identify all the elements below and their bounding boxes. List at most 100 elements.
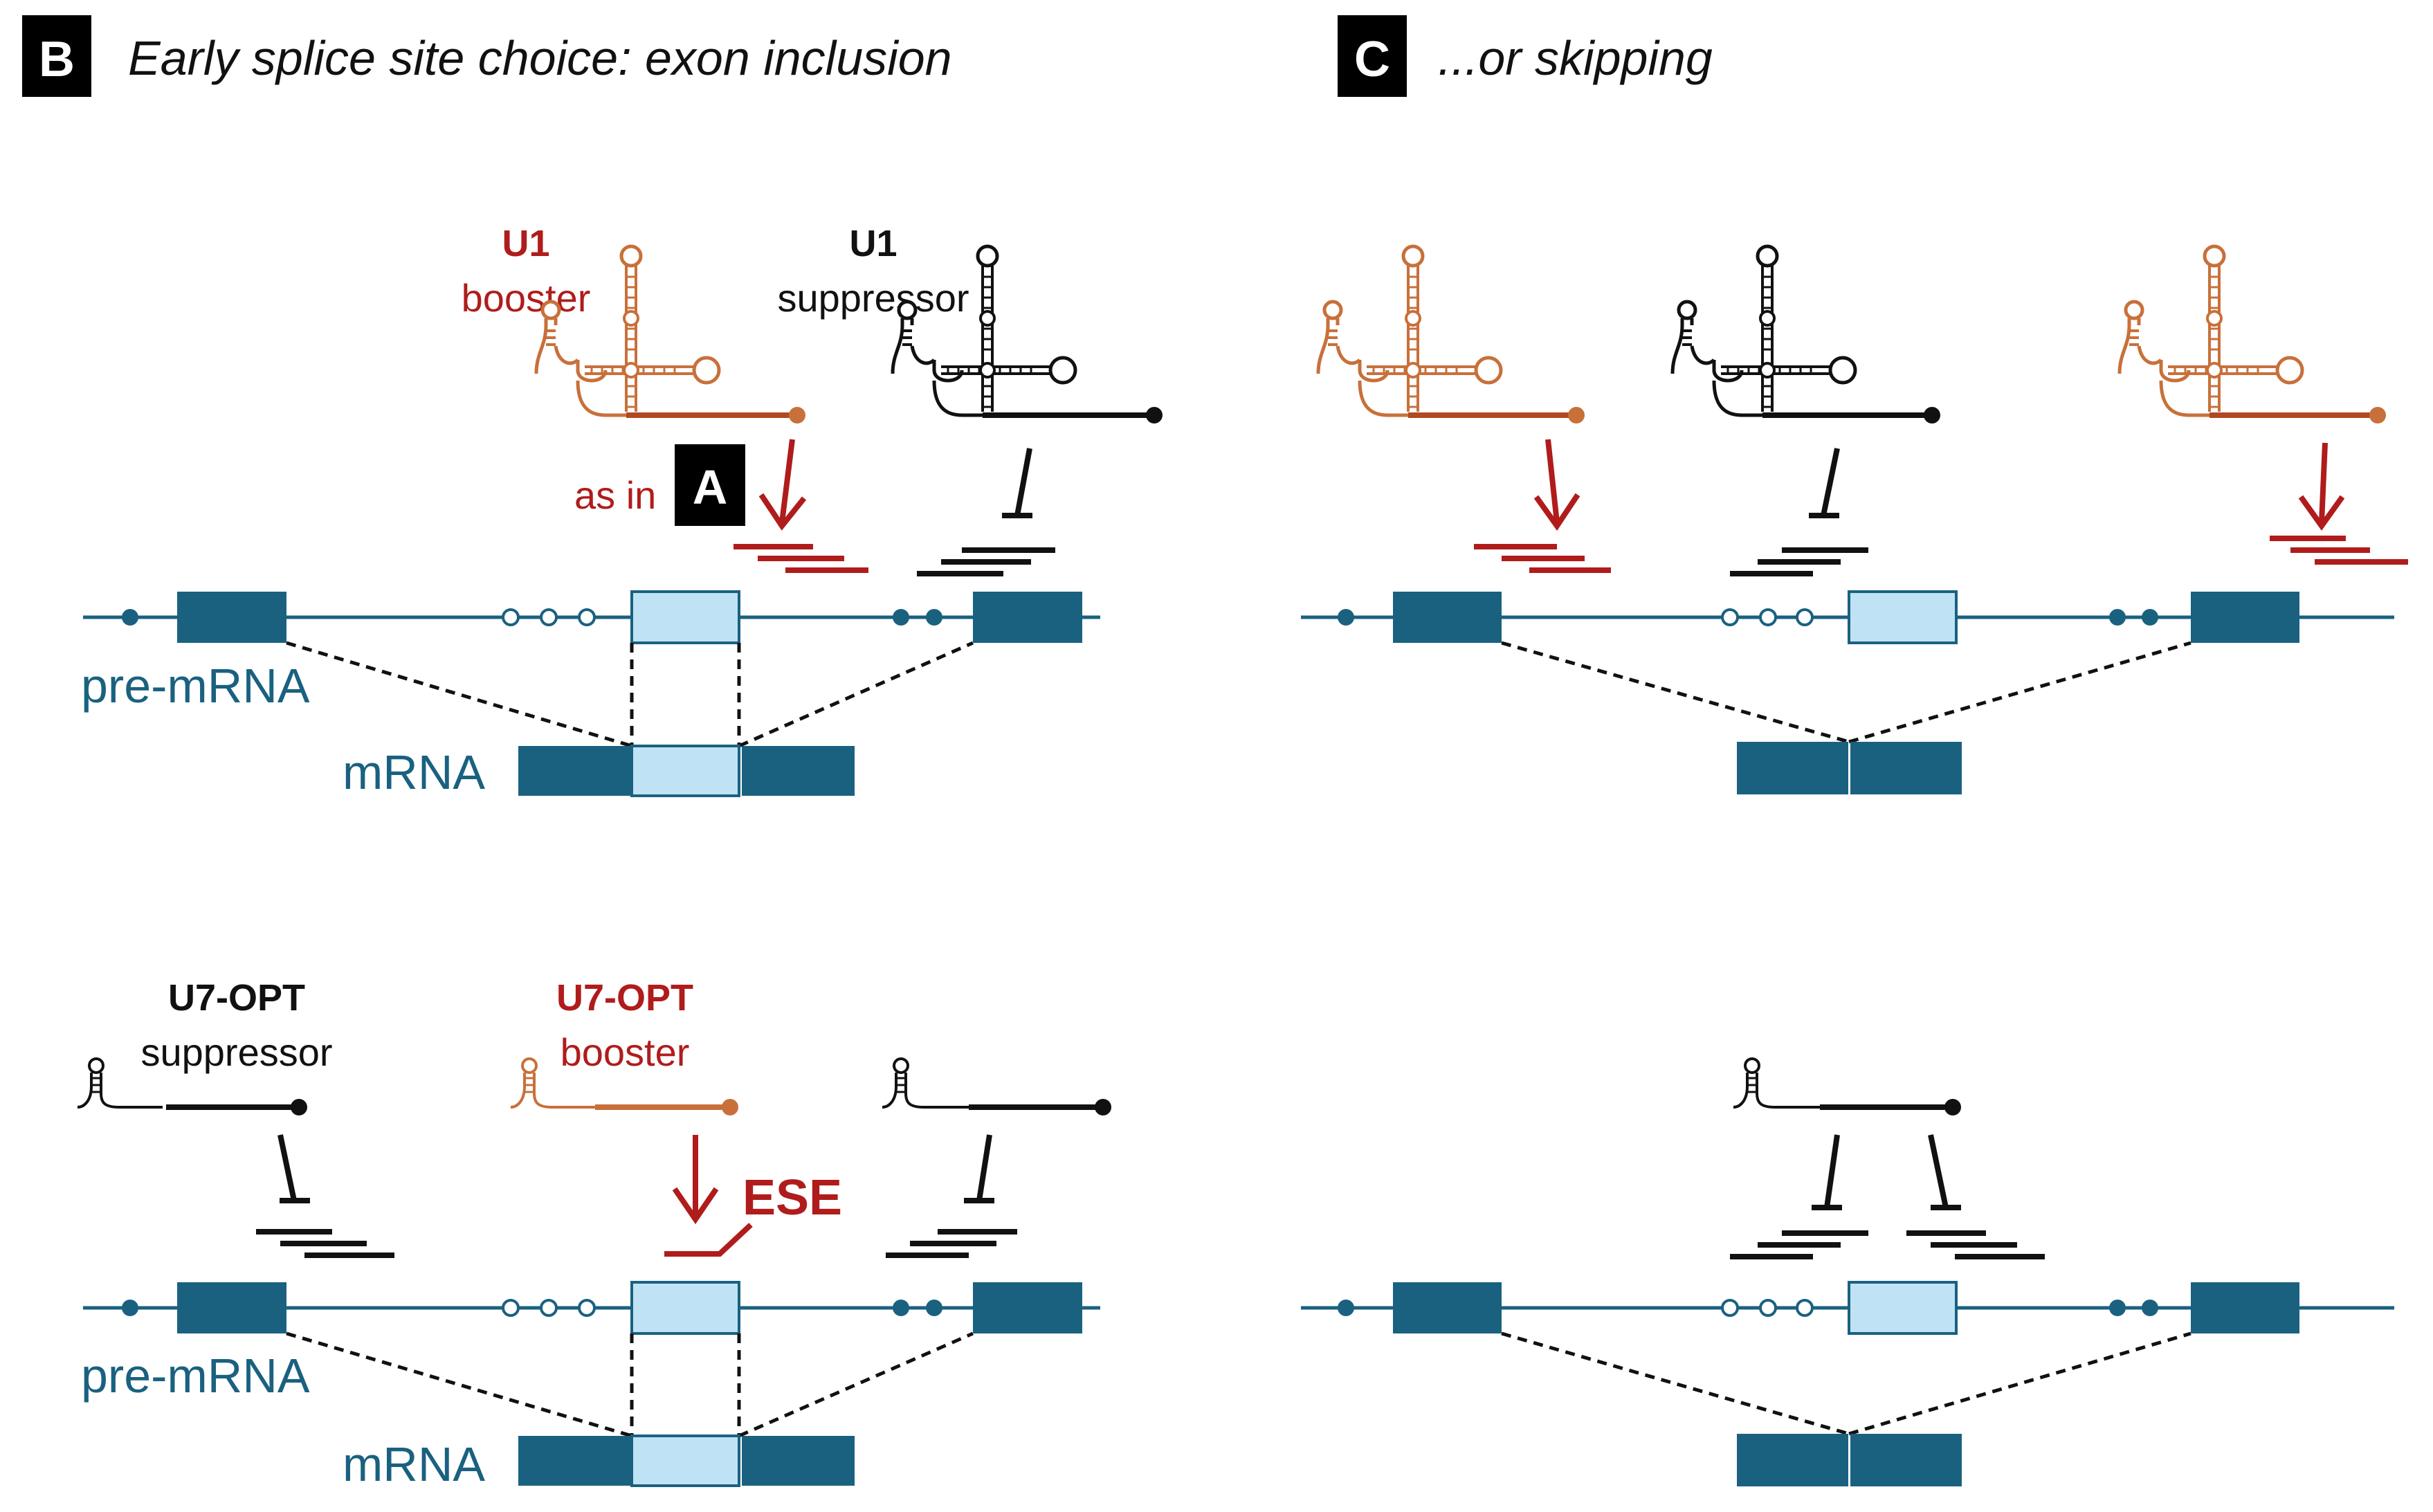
ppt-dot — [540, 608, 558, 626]
branch-dot — [122, 609, 138, 626]
mrna-label: mRNA — [343, 1437, 485, 1491]
exon-1 — [1393, 592, 1502, 643]
u7-booster-tail-end — [722, 1099, 738, 1115]
inhibition-tbar-icon — [1812, 1134, 1842, 1210]
pre-mrna-label: pre-mRNA — [81, 659, 310, 713]
ese-pointer — [664, 1223, 753, 1257]
as-in-badge — [675, 444, 745, 526]
panel-c-badge-letter: C — [1354, 32, 1390, 87]
exon-1 — [177, 1282, 286, 1333]
activation-arrow-icon — [2298, 442, 2345, 531]
branch-dot — [926, 1300, 942, 1316]
ppt-dot — [1759, 1299, 1777, 1317]
exon-alternative — [630, 590, 740, 644]
panel-c-bottom — [1301, 1057, 2394, 1486]
mrna-label: mRNA — [343, 745, 485, 799]
suppressor-target-bars-icon — [1730, 1230, 1868, 1259]
exon-3 — [2191, 1282, 2299, 1333]
u7-booster-name: U7-OPT — [556, 977, 693, 1019]
u7-snrna-suppressor-icon — [1732, 1057, 1776, 1109]
branch-dot — [2109, 1300, 2126, 1316]
exon-3 — [973, 1282, 1082, 1333]
u7-snrna-suppressor-icon — [76, 1057, 120, 1109]
inhibition-tbar-icon — [1809, 448, 1840, 518]
panel-c-header: C ...or skipping — [1338, 15, 1713, 97]
mrna-exon-1 — [1737, 1434, 1848, 1486]
u7-suppressor-tail-end — [1095, 1099, 1111, 1115]
u7-snrna-suppressor-icon — [881, 1057, 925, 1109]
branch-dot — [926, 609, 942, 626]
booster-target-bars-icon — [1474, 544, 1611, 573]
mrna-exon-alternative — [630, 745, 740, 797]
mrna-exon-3 — [1850, 742, 1962, 794]
splice-junction-lines — [286, 641, 974, 748]
u1-booster-role: booster — [462, 276, 591, 320]
u1-booster-tail-end — [1568, 407, 1585, 423]
suppressor-target-bars-icon — [917, 547, 1055, 576]
exon-1 — [1393, 1282, 1502, 1333]
ppt-dot — [578, 1299, 596, 1317]
ppt-dot — [578, 608, 596, 626]
skip-junction-lines — [1501, 1331, 2191, 1436]
u7-suppressor-tail-end — [291, 1099, 307, 1115]
exon-alternative — [630, 1281, 740, 1335]
branch-dot — [122, 1300, 138, 1316]
branch-dot — [893, 609, 909, 626]
u1-snrna-suppressor-icon — [1673, 246, 1855, 415]
suppressor-target-bars-icon — [886, 1229, 1017, 1258]
mrna-exon-3 — [742, 1436, 855, 1486]
u1-suppressor-tail-end — [1924, 407, 1940, 423]
ppt-dot — [502, 608, 520, 626]
inhibition-tbar-icon — [1928, 1134, 1961, 1210]
u1-suppressor-role: suppressor — [777, 276, 969, 320]
activation-arrow-icon — [758, 439, 807, 531]
branch-dot — [2142, 1300, 2158, 1316]
ese-label: ESE — [742, 1170, 842, 1226]
mrna-exon-1 — [518, 746, 631, 796]
mrna-exon-3 — [1850, 1434, 1962, 1486]
panel-c-badge — [1338, 15, 1407, 97]
u1-suppressor-name: U1 — [849, 223, 897, 264]
skip-junction-lines — [1501, 641, 2191, 744]
panel-b-badge — [22, 15, 91, 97]
u7-booster-role: booster — [561, 1030, 690, 1074]
panel-b-bottom: U7-OPT suppressor U7-OPT booster ESE — [76, 977, 1111, 1491]
branch-dot — [893, 1300, 909, 1316]
exon-3 — [2191, 592, 2299, 643]
inhibition-tbar-icon — [277, 1134, 310, 1203]
u7-suppressor-role: suppressor — [140, 1030, 332, 1074]
branch-dot — [2109, 609, 2126, 626]
u1-booster-name: U1 — [502, 223, 549, 264]
mrna-exon-1 — [518, 1436, 631, 1486]
exon-1 — [177, 592, 286, 643]
u7-suppressor-tail-end — [1944, 1099, 1961, 1115]
panel-c-top — [1301, 246, 2408, 794]
suppressor-target-bars-icon — [1906, 1230, 2045, 1259]
u1-snrna-booster-icon — [2120, 246, 2302, 415]
u1-snrna-booster-icon — [1318, 246, 1501, 415]
exon-3 — [973, 592, 1082, 643]
branch-dot — [1338, 609, 1354, 626]
splice-junction-lines — [286, 1331, 974, 1438]
branch-dot — [2142, 609, 2158, 626]
ppt-dot — [1759, 608, 1777, 626]
branch-dot — [1338, 1300, 1354, 1316]
booster-target-bars-icon — [2270, 536, 2408, 565]
panel-b-top: U1 booster U1 suppressor as in A — [81, 223, 1163, 799]
ppt-dot — [502, 1299, 520, 1317]
suppressor-target-bars-icon — [1730, 547, 1868, 576]
panel-b-header: B Early splice site choice: exon inclusi… — [22, 15, 952, 97]
ppt-dot — [1796, 1299, 1814, 1317]
panel-b-badge-letter: B — [39, 32, 75, 87]
pre-mrna-label: pre-mRNA — [81, 1349, 310, 1403]
booster-target-bars-icon — [733, 544, 868, 573]
u7-snrna-booster-icon — [509, 1057, 554, 1109]
u1-snrna-booster-icon — [536, 246, 719, 415]
activation-arrow-icon — [1533, 439, 1580, 531]
suppressor-target-bars-icon — [256, 1229, 394, 1258]
mrna-exon-3 — [742, 746, 855, 796]
u7-suppressor-name: U7-OPT — [168, 977, 305, 1019]
ppt-dot — [540, 1299, 558, 1317]
panel-b-title: Early splice site choice: exon inclusion — [128, 31, 952, 85]
exon-alternative — [1848, 1281, 1958, 1335]
